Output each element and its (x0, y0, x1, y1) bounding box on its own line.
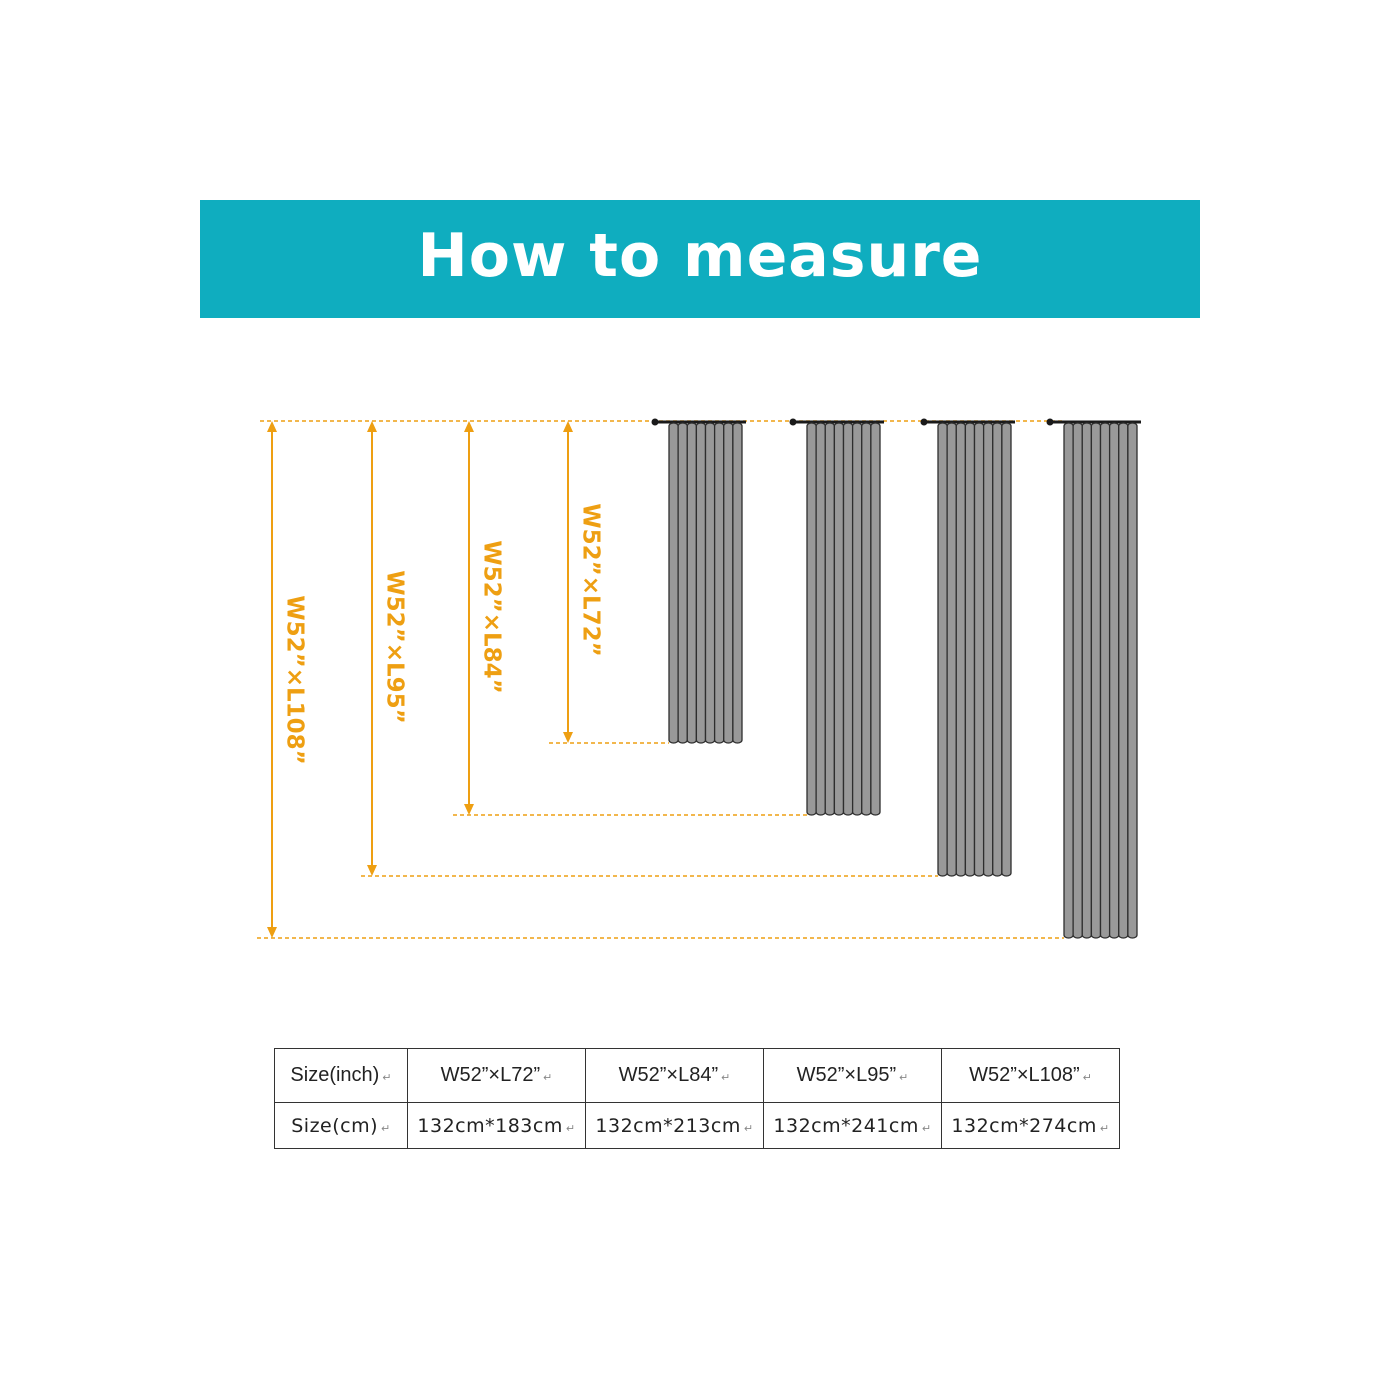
curtain-pleat (668, 422, 679, 744)
curtain-pleat (695, 422, 707, 744)
curtain-pleat (824, 422, 836, 816)
table-cell: 132cm*241cm↵ (763, 1102, 942, 1149)
table-cell: 132cm*274cm↵ (941, 1102, 1120, 1149)
row-header-inch: Size(inch)↵ (274, 1048, 408, 1103)
curtain-pleat (815, 422, 826, 816)
curtain-pleat (1099, 422, 1111, 939)
curtain-pleat (833, 422, 845, 816)
arrow-up-icon (367, 421, 377, 432)
curtain-pleat (946, 422, 957, 877)
size-table: Size(inch)↵ W52”×L72”↵ W52”×L84”↵ W52”×L… (274, 1048, 1120, 1149)
rod-finial (651, 418, 659, 426)
measurement-label: W52”×L84” (479, 540, 505, 694)
measurement-label: W52”×L108” (282, 595, 308, 765)
table-cell: W52”×L95”↵ (763, 1048, 942, 1103)
curtain-pleat (677, 422, 688, 744)
curtain-pleat (732, 422, 743, 744)
curtain-pleat (992, 422, 1003, 877)
rod-finial (789, 418, 797, 426)
measurement-label: W52”×L72” (578, 503, 604, 657)
curtain-pleat (1127, 422, 1138, 939)
curtain-pleat (723, 422, 734, 744)
curtain-pleat (982, 422, 994, 877)
table-cell: W52”×L84”↵ (585, 1048, 764, 1103)
curtain-pleat (1081, 422, 1093, 939)
arrow-down-icon (563, 732, 573, 743)
rod-finial (1046, 418, 1054, 426)
curtain-pleat (1072, 422, 1083, 939)
page-title: How to measure (417, 221, 983, 291)
curtain-pleat (704, 422, 716, 744)
arrow-up-icon (464, 421, 474, 432)
curtain-pleat (842, 422, 854, 816)
arrow-up-icon (563, 421, 573, 432)
arrow-down-icon (464, 804, 474, 815)
curtain-pleat (964, 422, 976, 877)
curtain-pleat (686, 422, 698, 744)
curtain-pleat (870, 422, 881, 816)
table-cell: W52”×L108”↵ (941, 1048, 1120, 1103)
table-row-inch: Size(inch)↵ W52”×L72”↵ W52”×L84”↵ W52”×L… (274, 1048, 1120, 1103)
table-row-cm: Size(cm)↵ 132cm*183cm↵ 132cm*213cm↵ 132c… (274, 1102, 1120, 1149)
arrow-down-icon (267, 927, 277, 938)
curtain-pleat (1063, 422, 1074, 939)
header-banner: How to measure (200, 200, 1200, 318)
table-cell: 132cm*183cm↵ (407, 1102, 586, 1149)
table-cell: W52”×L72”↵ (407, 1048, 586, 1103)
measurement-label: W52”×L95” (382, 570, 408, 724)
row-header-cm: Size(cm)↵ (274, 1102, 408, 1149)
curtain-pleat (955, 422, 967, 877)
rod-finial (920, 418, 928, 426)
curtain-pleat (1118, 422, 1129, 939)
curtain-pleat (806, 422, 817, 816)
curtain-pleat (1001, 422, 1012, 877)
curtain-pleat (973, 422, 985, 877)
curtain-pleat (713, 422, 725, 744)
curtain-pleat (861, 422, 872, 816)
arrow-down-icon (367, 865, 377, 876)
curtain-pleat (1090, 422, 1102, 939)
curtain-pleat (851, 422, 863, 816)
arrow-up-icon (267, 421, 277, 432)
curtain-pleat (1108, 422, 1120, 939)
table-cell: 132cm*213cm↵ (585, 1102, 764, 1149)
curtain-pleat (937, 422, 948, 877)
